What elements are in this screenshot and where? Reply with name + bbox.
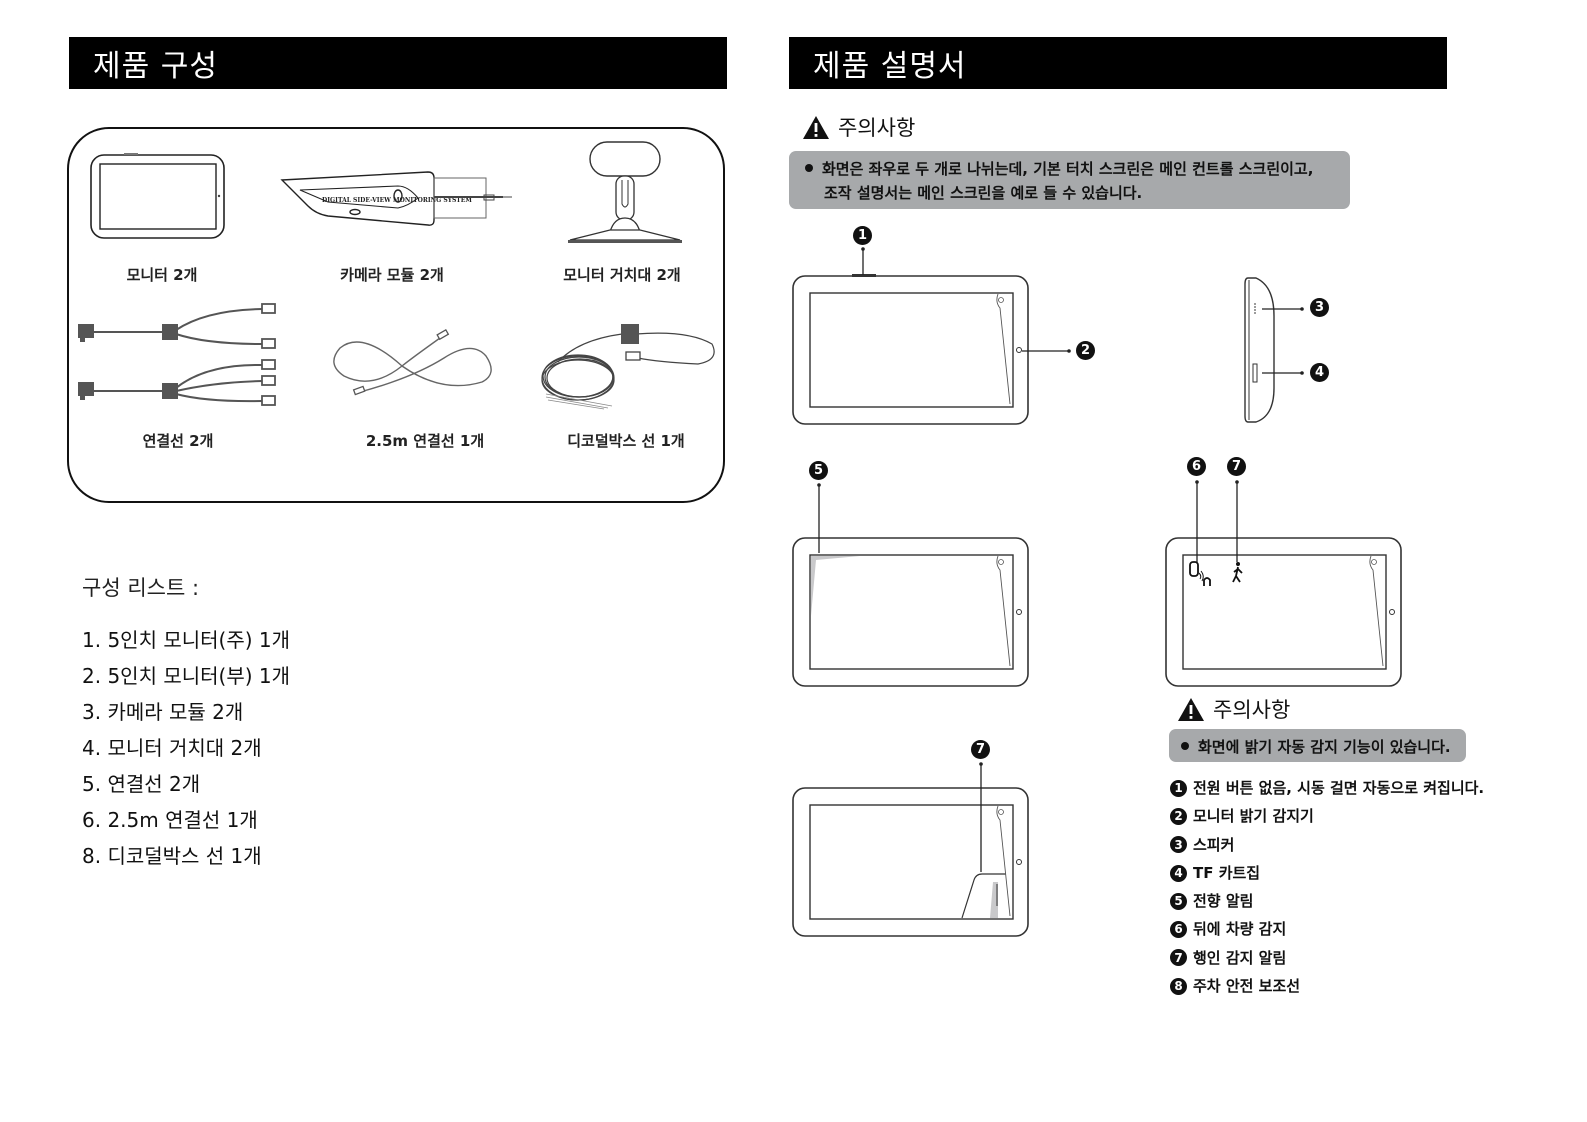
legend-text: 전원 버튼 없음, 시동 걸면 자동으로 켜집니다. xyxy=(1193,779,1485,797)
number-badge-icon: 4 xyxy=(1170,864,1187,882)
bullet-icon xyxy=(1181,741,1189,750)
section-header-components: 제품 구성 xyxy=(69,37,727,89)
callout-marker: 6 xyxy=(1187,457,1206,476)
legend-text: 전향 알림 xyxy=(1193,892,1254,911)
monitor-icon xyxy=(90,153,225,239)
callout-marker: 7 xyxy=(1227,457,1246,476)
monitor-side-diagram xyxy=(1244,277,1275,423)
leader-line xyxy=(1262,307,1304,311)
pedestrian-icon xyxy=(1232,562,1243,583)
component-label-splitter-cable: 연결선 2개 xyxy=(142,432,214,450)
camera-module-icon: DIGITAL SIDE-VIEW MONITORING SYSTEM xyxy=(280,171,512,226)
number-badge-icon: 7 xyxy=(1170,949,1187,967)
section-title: 제품 구성 xyxy=(93,49,218,84)
legend-text: 스피커 xyxy=(1193,835,1235,854)
component-list-item: 1. 5인치 모니터(주) 1개 xyxy=(82,628,291,652)
leader-line xyxy=(861,247,865,275)
component-list-item: 3. 카메라 모듈 2개 xyxy=(82,700,244,724)
leader-line xyxy=(979,762,983,872)
component-label-monitor: 모니터 2개 xyxy=(126,266,198,284)
number-badge-icon: 6 xyxy=(1170,921,1187,939)
component-list: 1. 5인치 모니터(주) 1개 2. 5인치 모니터(부) 1개 3. 카메라… xyxy=(82,622,290,874)
callout-marker: 7 xyxy=(971,740,990,759)
rear-vehicle-icon xyxy=(1189,561,1211,586)
warning-icon xyxy=(803,115,829,139)
callout-marker: 3 xyxy=(1310,298,1329,317)
splitter-cable-icon xyxy=(78,303,276,406)
component-list-item: 4. 모니터 거치대 2개 xyxy=(82,736,262,760)
legend-item: 2 모니터 밝기 감지기 xyxy=(1170,802,1484,830)
number-badge-icon: 2 xyxy=(1170,807,1187,825)
legend-item: 1 전원 버튼 없음, 시동 걸면 자동으로 켜집니다. xyxy=(1170,774,1484,802)
notice-box: 화면은 좌우로 두 개로 나뉘는데, 기본 터치 스크린은 메인 컨트롤 스크린… xyxy=(789,151,1350,209)
extension-cable-icon xyxy=(333,329,492,396)
caution-heading: 주의사항 xyxy=(802,112,915,142)
callout-marker: 1 xyxy=(853,226,872,245)
caution-heading: 주의사항 xyxy=(1177,694,1290,724)
legend-item: 8 주차 안전 보조선 xyxy=(1170,972,1484,1000)
legend-text: 행인 감지 알림 xyxy=(1193,948,1287,967)
camera-brand-text: DIGITAL SIDE-VIEW MONITORING SYSTEM xyxy=(322,197,472,204)
notice-line: 화면에 밝기 자동 감지 기능이 있습니다. xyxy=(1198,738,1451,756)
monitor-turn-alert-diagram xyxy=(792,537,1029,687)
section-header-manual: 제품 설명서 xyxy=(789,37,1447,89)
component-list-item: 8. 디코덜박스 선 1개 xyxy=(82,844,262,868)
leader-line xyxy=(1022,349,1071,353)
section-title: 제품 설명서 xyxy=(813,49,967,84)
number-badge-icon: 5 xyxy=(1170,892,1187,910)
legend-item: 5 전향 알림 xyxy=(1170,887,1484,915)
component-list-item: 6. 2.5m 연결선 1개 xyxy=(82,808,258,832)
legend-item: 7 행인 감지 알림 xyxy=(1170,944,1484,972)
decoder-box-cable-icon xyxy=(541,324,715,410)
legend-item: 6 뒤에 차량 감지 xyxy=(1170,915,1484,943)
component-list-item: 5. 연결선 2개 xyxy=(82,772,201,796)
component-label-monitor-stand: 모니터 거치대 2개 xyxy=(563,266,681,284)
monitor-stand-icon xyxy=(568,141,682,243)
monitor-detection-diagram xyxy=(1165,537,1402,687)
legend-text: 뒤에 차량 감지 xyxy=(1193,920,1287,939)
callout-marker: 4 xyxy=(1310,363,1329,382)
legend-text: 모니터 밝기 감지기 xyxy=(1193,807,1314,826)
number-badge-icon: 1 xyxy=(1170,779,1187,797)
notice-line: 화면은 좌우로 두 개로 나뉘는데, 기본 터치 스크린은 메인 컨트롤 스크린… xyxy=(822,160,1314,178)
number-badge-icon: 3 xyxy=(1170,836,1187,854)
callout-marker: 5 xyxy=(809,461,828,480)
leader-line xyxy=(817,483,821,553)
bullet-icon xyxy=(805,163,813,172)
notice-box: 화면에 밝기 자동 감지 기능이 있습니다. xyxy=(1169,729,1466,762)
component-label-extension-cable: 2.5m 연결선 1개 xyxy=(365,432,485,450)
notice-line: 조작 설명서는 메인 스크린을 예로 들 수 있습니다. xyxy=(824,184,1143,202)
warning-icon xyxy=(1178,697,1204,721)
legend-text: TF 카트집 xyxy=(1193,863,1261,882)
legend-item: 3 스피커 xyxy=(1170,831,1484,859)
monitor-parking-diagram xyxy=(792,787,1029,937)
component-list-title: 구성 리스트 : xyxy=(82,576,200,600)
component-list-item: 2. 5인치 모니터(부) 1개 xyxy=(82,664,291,688)
legend-item: 4 TF 카트집 xyxy=(1170,859,1484,887)
components-panel xyxy=(67,127,725,503)
leader-line xyxy=(1235,480,1239,562)
number-badge-icon: 8 xyxy=(1170,977,1187,995)
monitor-front-diagram xyxy=(792,274,1029,425)
caution-heading-text: 주의사항 xyxy=(1213,698,1291,722)
leader-line xyxy=(1262,371,1304,375)
caution-heading-text: 주의사항 xyxy=(838,116,916,140)
component-label-decoder-box-cable: 디코덜박스 선 1개 xyxy=(567,432,685,450)
callout-marker: 2 xyxy=(1076,341,1095,360)
component-label-camera-module: 카메라 모듈 2개 xyxy=(340,266,444,284)
leader-line xyxy=(1195,480,1199,562)
legend-text: 주차 안전 보조선 xyxy=(1193,977,1301,996)
